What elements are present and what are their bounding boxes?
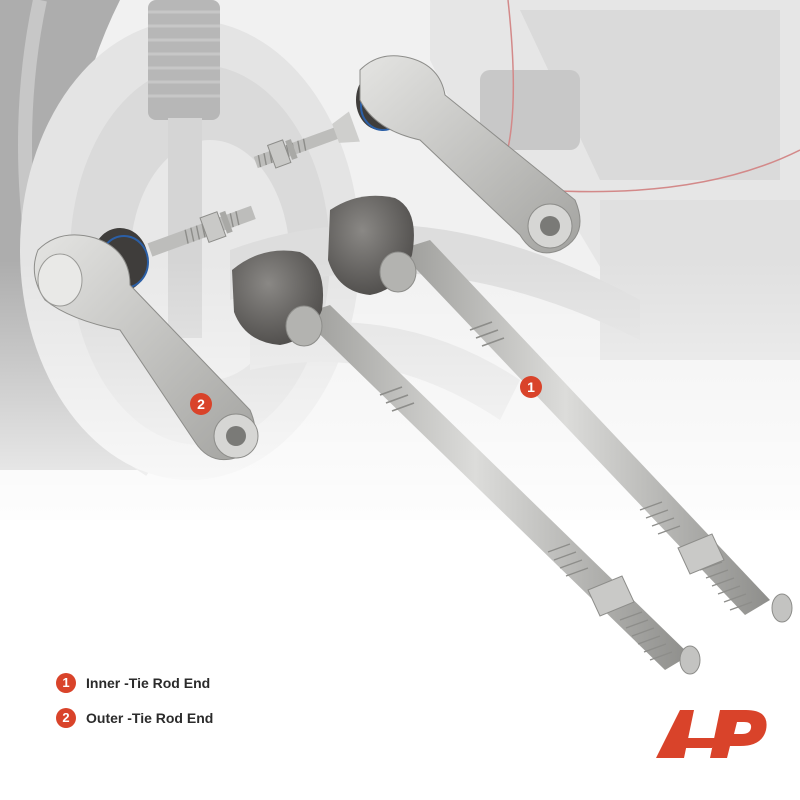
legend-label: Inner -Tie Rod End bbox=[86, 675, 211, 691]
legend-item-inner: 1 Inner -Tie Rod End bbox=[56, 672, 213, 694]
callout-badge-inner: 1 bbox=[520, 376, 542, 398]
a-premium-logo-icon bbox=[656, 710, 767, 758]
outer-tie-rod-end-rear bbox=[253, 55, 581, 254]
legend-number-badge: 1 bbox=[56, 673, 76, 693]
legend: 1 Inner -Tie Rod End 2 Outer -Tie Rod En… bbox=[56, 672, 213, 742]
inner-tie-rod-front bbox=[232, 250, 701, 675]
callout-badge-outer: 2 bbox=[190, 393, 212, 415]
legend-item-outer: 2 Outer -Tie Rod End bbox=[56, 707, 213, 729]
inner-tie-rod-rear bbox=[328, 195, 793, 623]
legend-label: Outer -Tie Rod End bbox=[86, 710, 214, 726]
legend-number-badge: 2 bbox=[56, 708, 76, 728]
